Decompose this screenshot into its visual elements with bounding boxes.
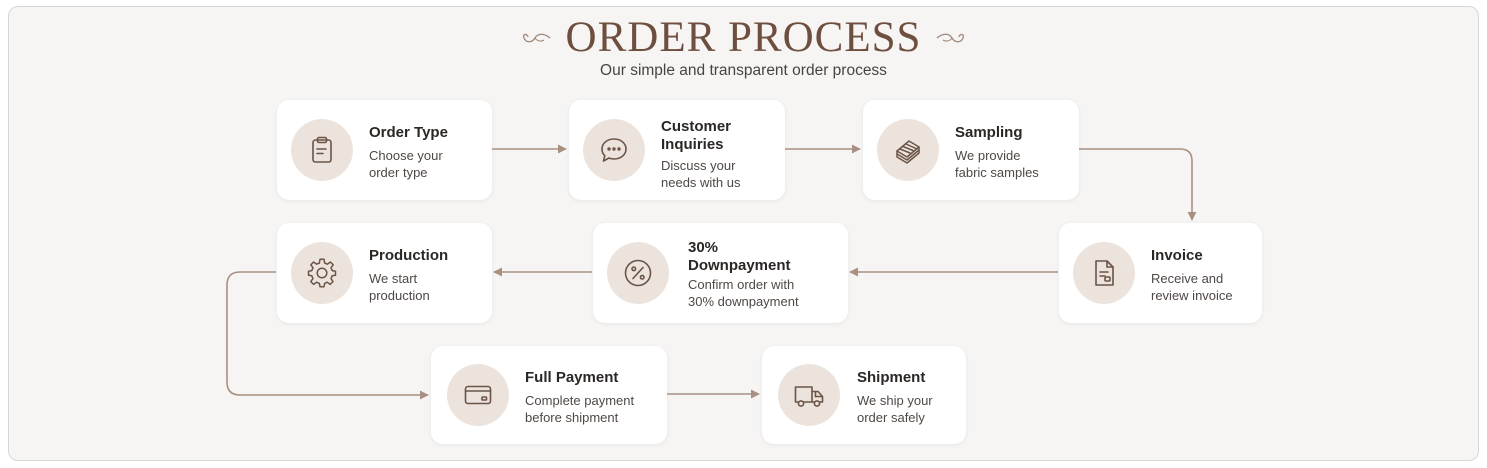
header: ORDER PROCESS [0, 14, 1487, 62]
step-desc-line: review invoice [1151, 288, 1233, 303]
step-title: Shipment [857, 369, 926, 386]
step-desc-line: before shipment [525, 410, 619, 425]
step-title: Production [369, 247, 449, 264]
step-desc-line: order type [369, 165, 428, 180]
step-title: Full Payment [525, 369, 619, 386]
step-desc-line: We start [369, 271, 418, 286]
credit-card-icon [447, 364, 509, 426]
clipboard-icon [291, 119, 353, 181]
step-production: Production We start production [277, 223, 492, 323]
left-flourish-icon [522, 33, 550, 43]
step-title: Customer [661, 118, 732, 135]
step-desc-line: 30% downpayment [688, 294, 799, 309]
step-title-line2: Inquiries [661, 136, 724, 153]
step-desc-line: order safely [857, 410, 925, 425]
page-subtitle: Our simple and transparent order process [600, 62, 887, 79]
step-desc-line: Complete payment [525, 393, 635, 408]
arrow-sampling-to-invoice [1079, 148, 1197, 221]
page-title: ORDER PROCESS [565, 14, 922, 61]
chat-bubble-icon [583, 119, 645, 181]
step-desc-line: We ship your [857, 393, 933, 408]
truck-icon [778, 364, 840, 426]
step-customer-inquiries: Customer Inquiries Discuss your needs wi… [569, 100, 785, 200]
step-desc-line: production [369, 288, 430, 303]
step-full-payment: Full Payment Complete payment before shi… [431, 346, 667, 444]
step-shipment: Shipment We ship your order safely [762, 346, 966, 444]
step-desc-line: Discuss your [661, 158, 736, 173]
step-desc-line: Confirm order with [688, 277, 795, 292]
arrow-production-to-full-payment [226, 271, 429, 400]
fabric-swatch-icon [877, 119, 939, 181]
step-invoice: Invoice Receive and review invoice [1059, 223, 1262, 323]
step-title-line2: Downpayment [688, 257, 791, 274]
right-flourish-icon [937, 33, 965, 43]
step-order-type: Order Type Choose your order type [277, 100, 492, 200]
step-desc-line: We provide [955, 148, 1021, 163]
step-title: 30% [688, 239, 719, 256]
step-downpayment: 30% Downpayment Confirm order with 30% d… [593, 223, 848, 323]
gear-icon [291, 242, 353, 304]
step-sampling: Sampling We provide fabric samples [863, 100, 1079, 200]
invoice-document-icon [1073, 242, 1135, 304]
step-desc-line: Receive and [1151, 271, 1224, 286]
step-desc-line: needs with us [661, 175, 741, 190]
step-title: Order Type [369, 124, 448, 141]
step-title: Invoice [1151, 247, 1203, 264]
step-title: Sampling [955, 124, 1023, 141]
step-desc-line: Choose your [369, 148, 443, 163]
percent-icon [607, 242, 669, 304]
step-desc-line: fabric samples [955, 165, 1039, 180]
